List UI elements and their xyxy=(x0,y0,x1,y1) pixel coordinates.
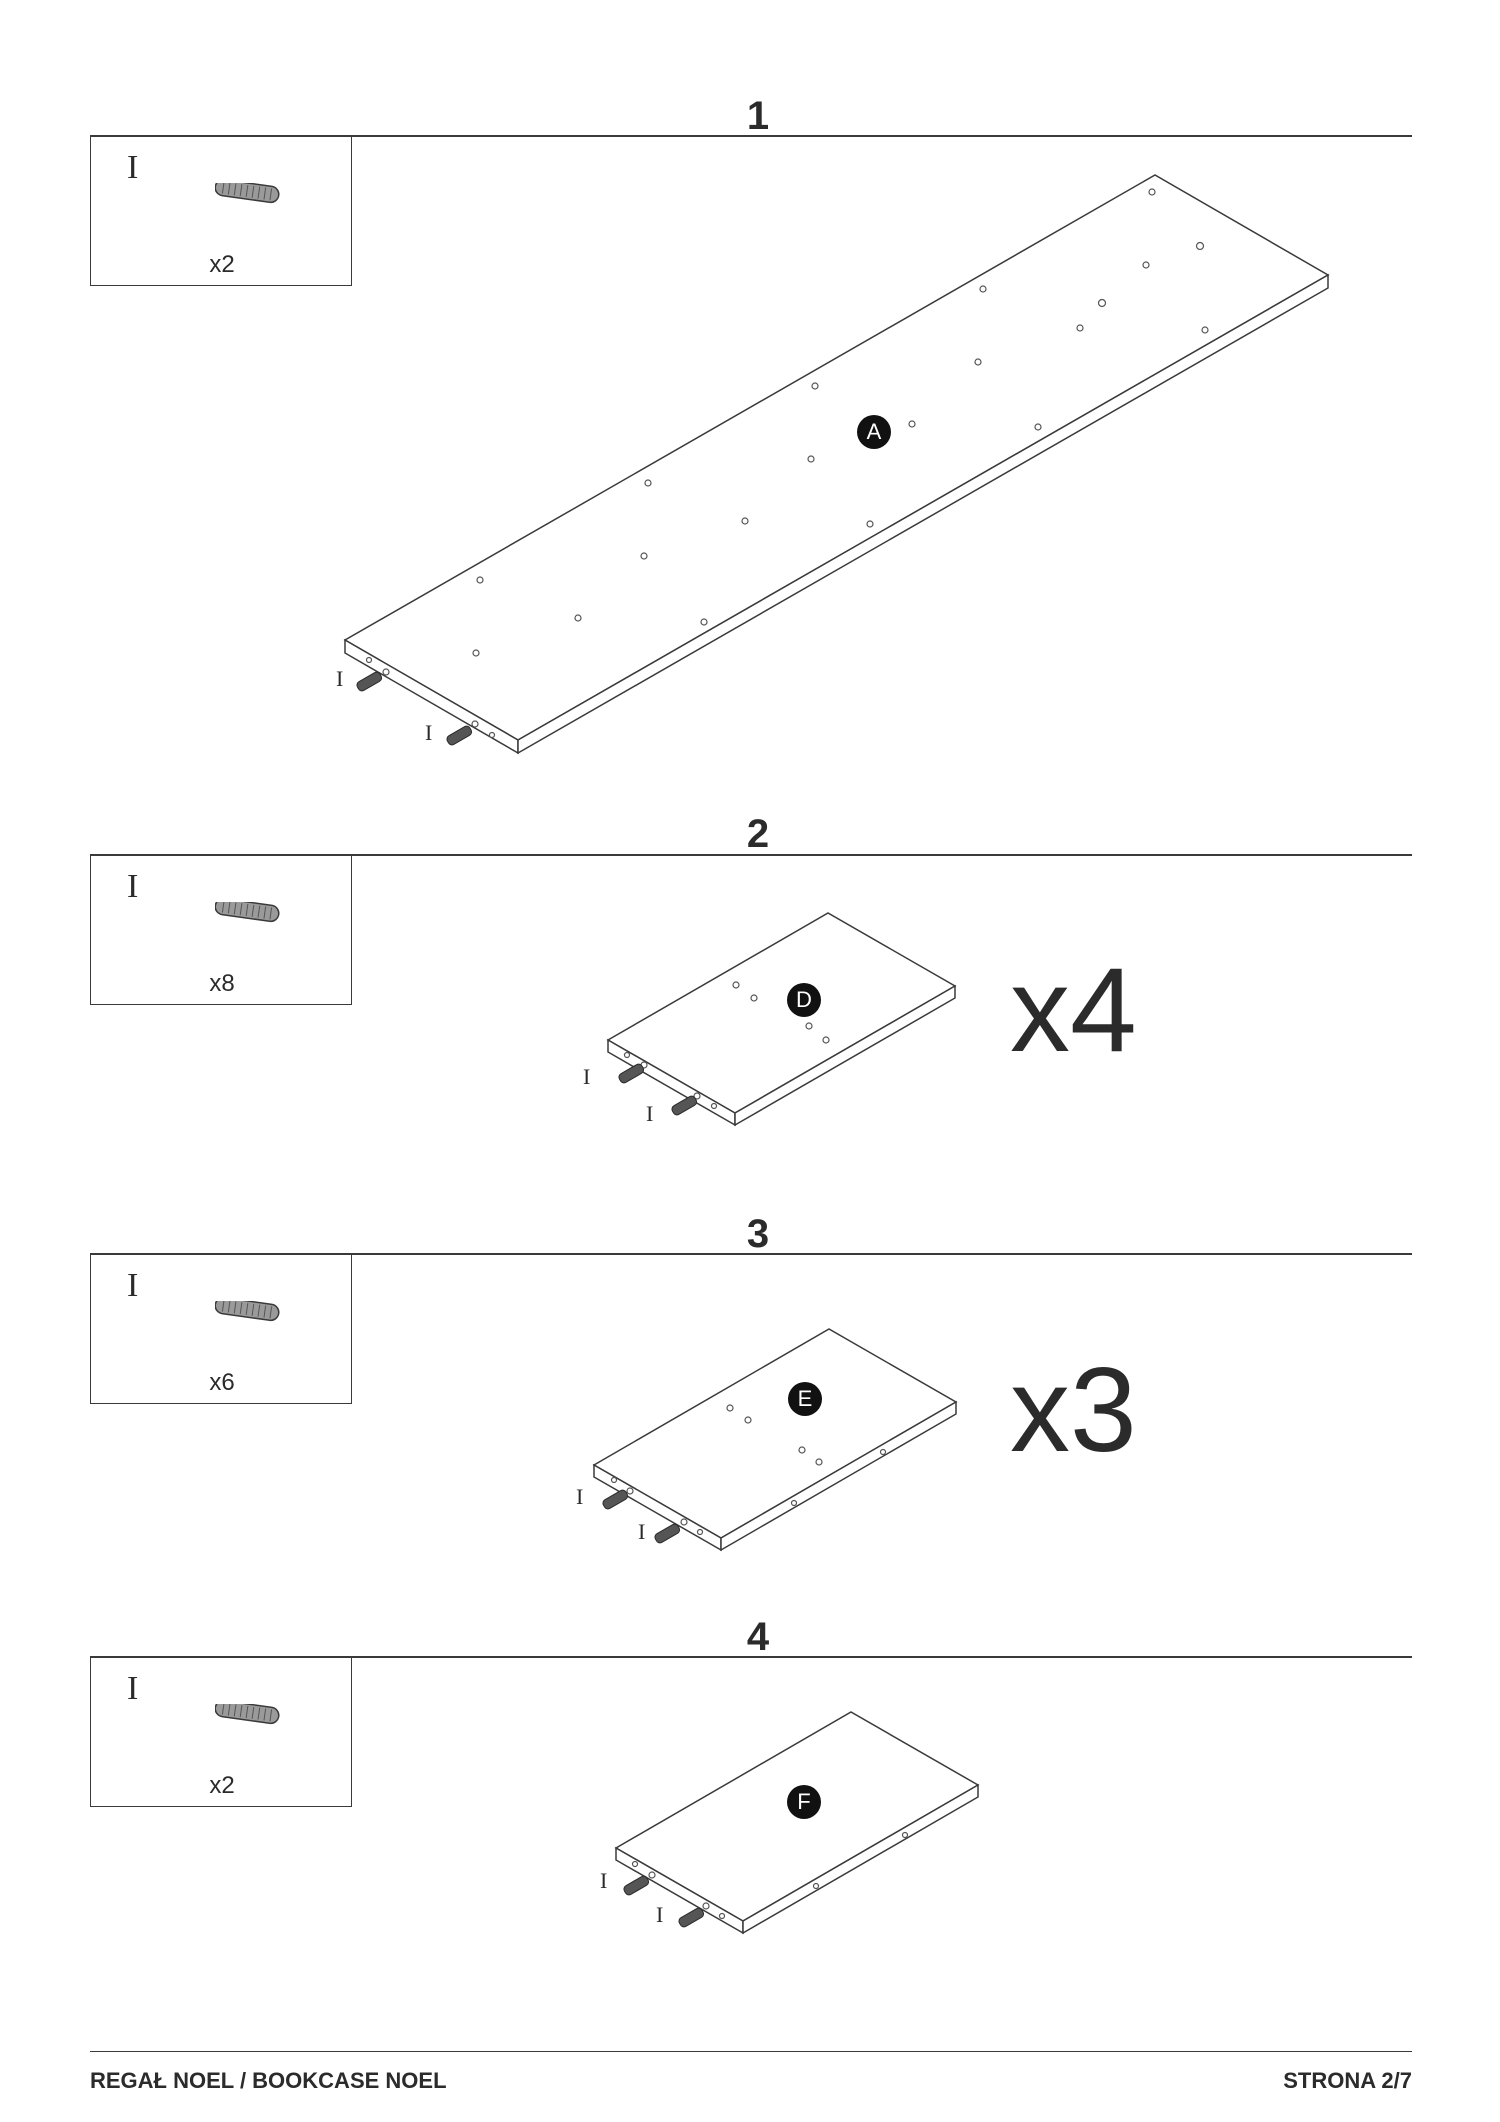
part-letter: I xyxy=(127,868,139,905)
part-letter: I xyxy=(127,1267,139,1304)
step-number: 2 xyxy=(746,812,770,856)
step-divider xyxy=(90,1656,1412,1658)
dowel-label: I xyxy=(425,720,433,745)
dowel-label: I xyxy=(638,1519,646,1544)
part-quantity: x2 xyxy=(209,1772,235,1799)
document-title: REGAŁ NOEL / BOOKCASE NOEL xyxy=(90,2068,447,2093)
multiplier-label: x3 xyxy=(1010,1343,1137,1477)
parts-box: I x8 xyxy=(90,855,352,1005)
parts-box: I x2 xyxy=(90,136,352,286)
multiplier-label: x4 xyxy=(1010,943,1137,1077)
panel-label-badge xyxy=(787,1785,821,1819)
dowel-label: I xyxy=(600,1868,608,1893)
panel-label: E xyxy=(797,1386,813,1411)
parts-box: I x6 xyxy=(90,1254,352,1404)
part-letter: I xyxy=(127,149,139,186)
part-quantity: x2 xyxy=(209,251,235,278)
step-number: 4 xyxy=(746,1615,770,1659)
dowel-label: I xyxy=(646,1101,654,1126)
parts-box: I x2 xyxy=(90,1657,352,1807)
step-divider xyxy=(90,135,1412,137)
dowel-icon xyxy=(215,1704,281,1726)
part-letter: I xyxy=(127,1670,139,1707)
panel-label: D xyxy=(796,987,812,1012)
dowel-label: I xyxy=(576,1484,584,1509)
dowel-label: I xyxy=(336,666,344,691)
footer-divider xyxy=(90,2051,1412,2052)
panel-diagram-step-1 xyxy=(343,174,1330,755)
dowel-label: I xyxy=(656,1902,664,1927)
panel-label-badge xyxy=(787,983,821,1017)
page-number: STRONA 2/7 xyxy=(1283,2068,1412,2093)
step-divider xyxy=(90,1253,1412,1255)
part-quantity: x8 xyxy=(209,970,235,997)
step-divider xyxy=(90,854,1412,856)
panel-label: A xyxy=(866,419,882,444)
panel-label: F xyxy=(797,1789,811,1814)
dowel-icon xyxy=(215,1301,281,1323)
step-number: 1 xyxy=(746,94,770,138)
step-number: 3 xyxy=(746,1212,770,1256)
dowel-label: I xyxy=(583,1064,591,1089)
panel-label-badge xyxy=(788,1382,822,1416)
part-quantity: x6 xyxy=(209,1369,235,1396)
panel-label-badge xyxy=(857,415,891,449)
